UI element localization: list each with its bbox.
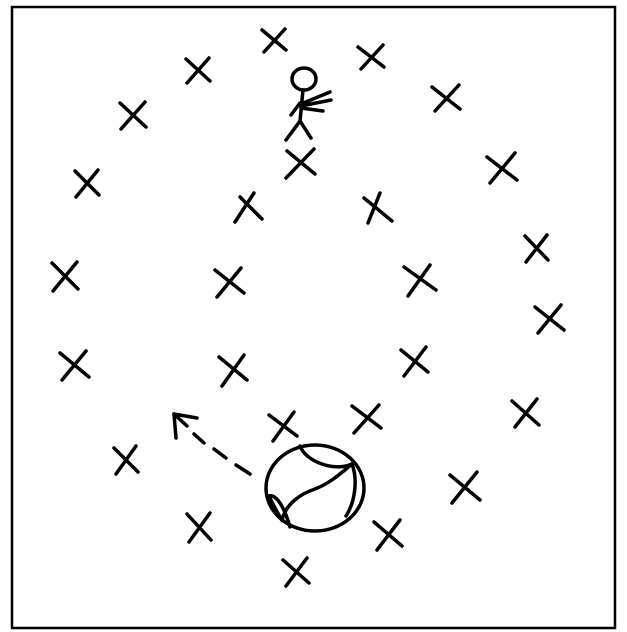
diagram-canvas — [0, 0, 627, 632]
drill-diagram — [0, 0, 627, 632]
